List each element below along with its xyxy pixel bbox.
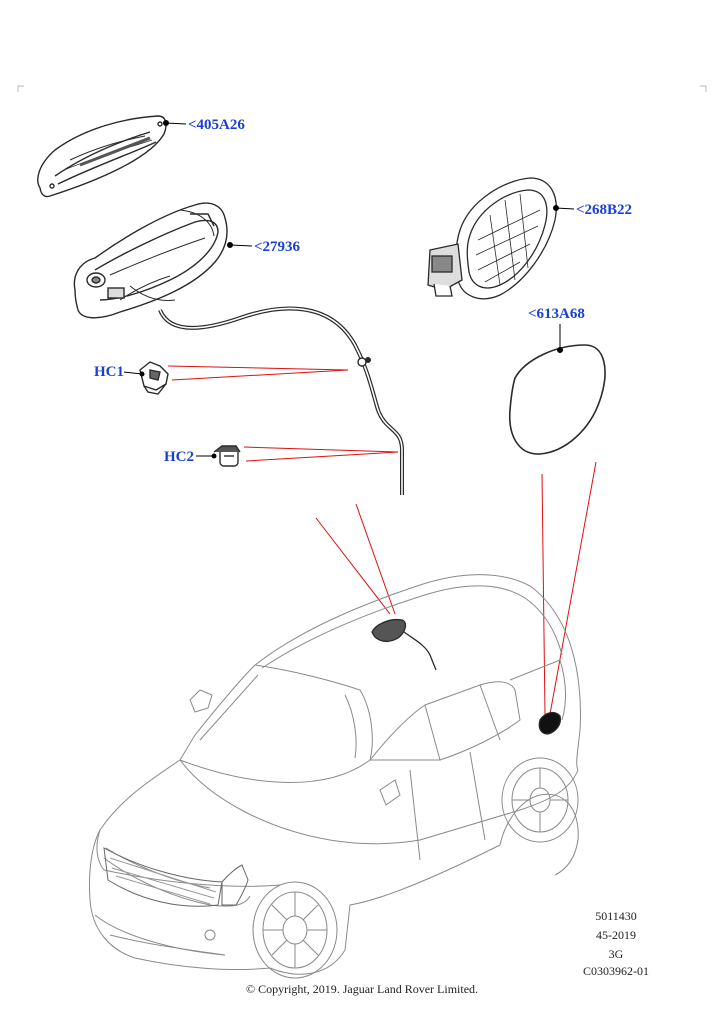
red-leader-lines (167, 365, 597, 715)
copyright-notice: © Copyright, 2019. Jaguar Land Rover Lim… (245, 982, 479, 996)
part-hc2-clip (213, 445, 241, 467)
reference-line-4: C0303962-01 (583, 964, 649, 978)
registration-marks (17, 85, 707, 92)
callout-27936: <27936 (254, 239, 301, 255)
callout-hc1: HC1 (94, 364, 124, 380)
part-268b22-fuel-door-assembly (427, 177, 559, 300)
vehicle-outline (89, 574, 582, 979)
part-hc1-clip (139, 361, 169, 395)
callout-405a26: <405A26 (188, 117, 245, 133)
callout-268b22: <268B22 (576, 202, 632, 218)
release-cable (158, 306, 404, 495)
leader-613a68 (557, 324, 563, 353)
reference-line-2: 45-2019 (596, 928, 636, 942)
leader-405a26 (163, 120, 187, 126)
callout-613a68: <613A68 (528, 306, 585, 322)
leader-27936 (227, 242, 253, 248)
callout-labels: <405A26 <27936 <268B22 <613A68 HC1 HC2 (94, 117, 632, 465)
part-405a26-fuel-flap-panel (37, 115, 167, 198)
leader-hc1 (123, 371, 145, 377)
leader-268b22 (553, 205, 575, 211)
reference-line-1: 5011430 (595, 909, 637, 923)
callout-hc2: HC2 (164, 449, 194, 465)
leader-hc2 (196, 453, 217, 459)
reference-line-3: 3G (609, 947, 624, 961)
reference-block: 5011430 45-2019 3G C0303962-01 (583, 909, 649, 978)
part-27936-filler-housing (73, 202, 228, 319)
part-613a68-seal (508, 344, 606, 455)
vehicle-filler-highlight (371, 618, 562, 735)
